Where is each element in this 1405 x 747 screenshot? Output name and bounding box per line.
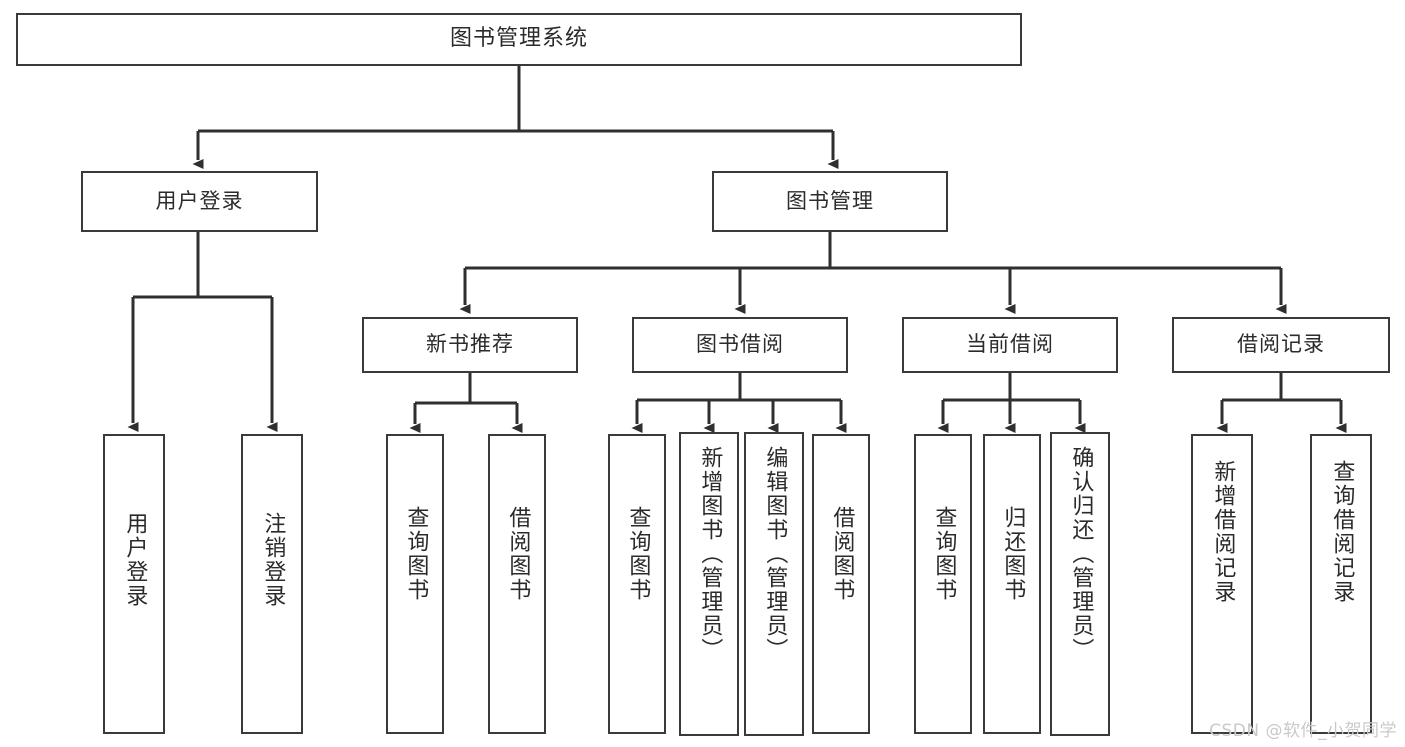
node-label: 借阅记录 — [1237, 332, 1325, 357]
node-current-borrow[interactable]: 当前借阅 — [902, 317, 1118, 373]
leaf-record-query-record[interactable]: 查询借阅记录 — [1310, 434, 1372, 734]
node-label: 图书管理 — [786, 188, 874, 213]
leaf-borrow-add-book-admin[interactable]: 新增图书（管理员） — [679, 432, 739, 736]
node-label: 新增借阅记录 — [1210, 460, 1236, 604]
node-label: 查询图书 — [931, 506, 957, 602]
leaf-user-login-login[interactable]: 用户登录 — [103, 434, 165, 734]
leaf-borrow-query-book[interactable]: 查询图书 — [608, 434, 666, 734]
leaf-user-login-logout[interactable]: 注销登录 — [241, 434, 303, 734]
leaf-record-add-record[interactable]: 新增借阅记录 — [1191, 434, 1253, 734]
node-label: 借阅图书 — [829, 506, 855, 602]
node-label: 查询图书 — [403, 506, 429, 602]
leaf-borrow-borrow-book[interactable]: 借阅图书 — [812, 434, 870, 734]
node-user-login[interactable]: 用户登录 — [81, 171, 318, 232]
node-label: 借阅图书 — [505, 506, 531, 602]
node-borrow-record[interactable]: 借阅记录 — [1172, 317, 1390, 373]
leaf-recommend-query-book[interactable]: 查询图书 — [386, 434, 444, 734]
node-book-borrow[interactable]: 图书借阅 — [632, 317, 848, 373]
node-label: 确认归还（管理员） — [1068, 446, 1094, 662]
node-root-system[interactable]: 图书管理系统 — [16, 13, 1022, 66]
node-label: 新书推荐 — [426, 332, 514, 357]
node-label: 编辑图书（管理员） — [762, 446, 788, 662]
leaf-current-return-book[interactable]: 归还图书 — [983, 434, 1041, 734]
node-label: 用户登录 — [155, 188, 244, 213]
node-label: 新增图书（管理员） — [697, 446, 723, 662]
node-label: 当前借阅 — [966, 332, 1054, 357]
node-label: 图书管理系统 — [449, 26, 588, 52]
node-label: 注销登录 — [260, 512, 286, 608]
node-label: 归还图书 — [1000, 506, 1026, 602]
node-label: 图书借阅 — [696, 332, 784, 357]
node-book-management[interactable]: 图书管理 — [712, 171, 948, 232]
watermark-text: CSDN @软件_小贺同学 — [1209, 721, 1397, 741]
node-label: 查询图书 — [625, 506, 651, 602]
node-new-book-recommend[interactable]: 新书推荐 — [362, 317, 578, 373]
node-label: 用户登录 — [122, 512, 148, 608]
leaf-borrow-edit-book-admin[interactable]: 编辑图书（管理员） — [744, 432, 804, 736]
leaf-recommend-borrow-book[interactable]: 借阅图书 — [488, 434, 546, 734]
leaf-current-confirm-return-admin[interactable]: 确认归还（管理员） — [1050, 432, 1110, 736]
leaf-current-query-book[interactable]: 查询图书 — [914, 434, 972, 734]
node-label: 查询借阅记录 — [1329, 460, 1355, 604]
